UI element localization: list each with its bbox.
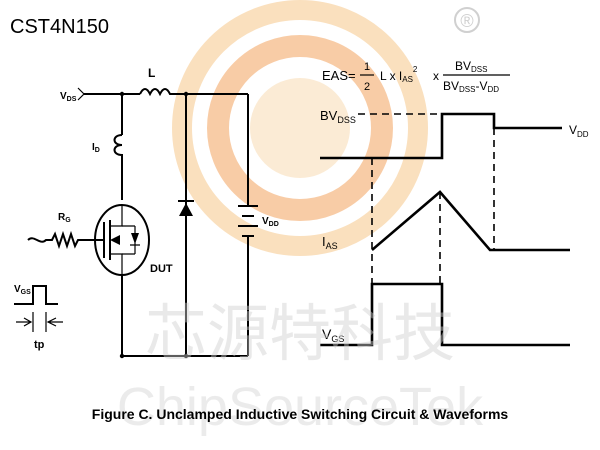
vgs-wave-label-main: V [322,326,332,342]
formula-mid-main: L x I [380,69,402,83]
vgs-pulse-label-main: V [14,284,21,295]
vdd-supply-label-main: V [262,216,269,227]
formula-den2b-sub: DD [487,85,499,94]
mosfet-diode-bar [122,225,140,255]
vds-label-sub: DS [67,96,77,103]
formula-mid-sub: AS [402,75,413,84]
dut-label: DUT [150,263,173,275]
gate-pulse [14,285,58,305]
formula-num2-main: BV [455,59,471,73]
id-label-main: I [92,142,95,153]
vds-waveform [320,112,562,160]
tp-label: tp [34,339,45,351]
circuit: VDS L ID DUT RG VDD [14,66,279,359]
formula-den2a-main: BV [443,79,459,93]
figure-caption: Figure C. Unclamped Inductive Switching … [92,406,509,422]
formula-num1: 1 [364,61,370,73]
vgs-wave-label: VGS [322,326,344,344]
formula-lhs: EAS= [322,68,356,83]
junction-bottom-left [119,353,125,359]
vdd-level-label-sub: DD [577,130,589,139]
freewheel-diode [179,203,193,216]
vgs-wave-label-sub: GS [331,334,344,344]
bvdss-label: BVDSS [320,108,356,125]
ias-label: IAS [322,234,338,251]
watermark-logo-core [250,78,350,178]
vgs-waveform [320,282,570,347]
mosfet-body-arrow [110,235,120,245]
formula-times: x [433,69,439,83]
watermark-logo-outer-ring [172,0,428,256]
rg-label-main: R [58,212,66,223]
vds-label: VDS [60,91,77,103]
vgs-pulse-label-sub: GS [21,289,31,296]
junction-bottom-mid [183,353,189,359]
part-number: CST4N150 [10,16,109,38]
watermark-brand: ChipSourceTek [117,377,484,437]
vdd-supply-label: VDD [262,216,279,228]
vgs-pulse-label: VGS [14,284,31,296]
tp-marker [16,312,63,332]
formula-den2: BVDSS-VDD [443,79,499,94]
id-label-sub: D [95,147,100,154]
ias-label-main: I [322,234,326,249]
watermark-chinese: 芯源特科技 [145,300,455,369]
formula-num2-sub: DSS [471,65,487,74]
formula-num2: BVDSS [455,59,487,74]
inductor-l [139,88,248,97]
rg-label-sub: G [65,217,71,224]
watermark-logo [172,0,428,256]
rg-label: RG [58,212,71,224]
inductor-label: L [148,66,155,80]
waveforms: EAS= 1 2 L x IAS2 x BVDSS BVDSS-VDD BVDS… [320,59,589,347]
registered-mark-ring [454,7,480,33]
ias-waveform [371,190,570,252]
bvdss-label-sub: DSS [337,115,356,125]
ias-label-sub: AS [326,241,338,251]
vdd-level-label-main: V [569,123,577,137]
vdd-supply-label-sub: DD [269,221,279,228]
formula-mid: L x IAS2 [380,65,418,84]
vdd-level-label: VDD [569,123,589,139]
current-probe [113,134,123,200]
watermark-logo-inner-ring [207,35,393,221]
bvdss-label-main: BV [320,108,338,123]
formula-den2a-sub: DSS [459,85,475,94]
formula-mid-sup: 2 [413,65,418,74]
registered-mark: ® [460,11,473,31]
vds-label-main: V [60,91,67,102]
formula-den1: 2 [364,81,370,93]
gate-wire [27,230,104,250]
formula-den2b-main: -V [475,79,487,93]
id-label: ID [92,142,100,154]
vds-arrow [77,87,85,101]
